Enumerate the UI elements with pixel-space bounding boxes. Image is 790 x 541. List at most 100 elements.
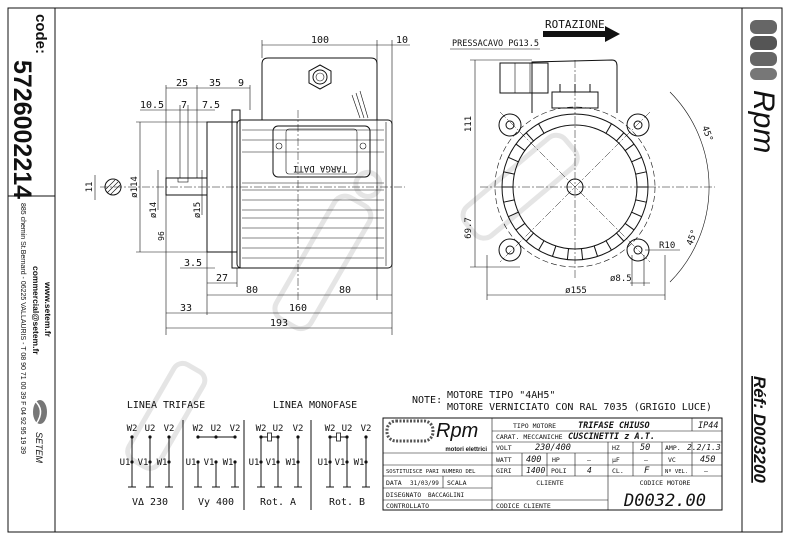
front-view: ROTAZIONE PRESSACAVO PG13.5 [450, 18, 715, 300]
codice-cliente-label: CODICE CLIENTE [496, 502, 551, 510]
hz-label: HZ [612, 444, 620, 452]
caption-rot-b: Rot. B [329, 497, 365, 508]
caption-delta-230: VΔ 230 [132, 497, 168, 508]
terminal-label-bottom: U1 [120, 458, 131, 468]
dimension-lines [94, 40, 410, 335]
terminal-label-top: V2 [361, 424, 372, 434]
poli-label: POLI [551, 467, 567, 475]
rotation-arrow-icon [543, 26, 620, 42]
data-value: 31/03/99 [410, 480, 439, 487]
terminal-dot [296, 460, 300, 464]
terminal-label-bottom: V1 [138, 458, 149, 468]
front-dimension-lines [470, 59, 710, 300]
terminal-dot [214, 460, 218, 464]
terminal-dot [296, 435, 300, 439]
terminal-label-top: W2 [256, 424, 267, 434]
terminal-dot [148, 460, 152, 464]
tipo-motore-label: TIPO MOTORE [513, 422, 556, 430]
amp-value: 2.2/1.3 [687, 443, 721, 452]
terminal-label-bottom: V1 [204, 458, 215, 468]
terminal-dot [364, 435, 368, 439]
side-view: TARGA DATI 100 10 25 35 9 10.5 7 7 [85, 35, 410, 335]
dim-100: 100 [311, 35, 329, 46]
carat-label: CARAT. MECCANICHE [496, 433, 563, 441]
codice-motore-label: CODICE MOTORE [640, 479, 691, 487]
setem-logo-icon [33, 399, 47, 425]
dim-80-right: 80 [339, 285, 351, 296]
fin [605, 240, 612, 251]
dim-11: 11 [85, 182, 95, 193]
fin [624, 143, 635, 151]
terminal-dot [130, 460, 134, 464]
title-block: Rpm motori elettrici TIPO MOTORE TRIFASE… [382, 417, 723, 511]
terminal-dot [167, 435, 171, 439]
mounting-ears [498, 113, 650, 262]
shaft [165, 177, 208, 196]
wiring-diagrams: LINEA TRIFASE LINEA MONOFASE W2U1U2V1V2W… [120, 400, 372, 510]
terminal-label-top: V2 [230, 424, 241, 434]
single-phase-title: LINEA MONOFASE [273, 400, 357, 411]
dim-9: 9 [238, 78, 244, 89]
nvel-label: Nº VEL. [665, 468, 688, 475]
fin [515, 143, 526, 151]
rpm-logo-icon [385, 419, 435, 443]
terminal-label-bottom: W1 [223, 458, 234, 468]
terminal-dot [196, 435, 200, 439]
note-line-1: MOTORE TIPO "4AH5" [447, 390, 555, 401]
watt-value: 400 [526, 455, 541, 465]
title-logo: Rpm [436, 420, 478, 442]
radial-fins [502, 123, 648, 260]
fin [551, 245, 557, 257]
right-strip: Rpm Réf: D003200 [747, 20, 780, 483]
left-strip: code: 5726002214 www.setem.fr commercial… [8, 14, 53, 464]
nameplate [272, 125, 371, 178]
terminal-label-bottom: W1 [157, 458, 168, 468]
scala-label: SCALA [447, 479, 467, 487]
dim-193: 193 [270, 318, 288, 329]
fin [616, 232, 625, 242]
capacitor-icon [267, 432, 272, 442]
terminal-label-top: V2 [164, 424, 175, 434]
terminal-dot [167, 460, 171, 464]
capacitor-icon [336, 432, 341, 442]
terminal-label-bottom: W1 [354, 458, 365, 468]
fin [605, 123, 612, 134]
cable-gland [499, 62, 549, 94]
fin [631, 211, 642, 218]
rotation-label: ROTAZIONE [545, 18, 605, 31]
dim-7: 7 [181, 100, 187, 111]
fin [538, 123, 545, 134]
uf-value: – [644, 456, 648, 464]
terminal-dot [259, 460, 263, 464]
terminal-box-section [531, 59, 618, 113]
terminal-dot [214, 435, 218, 439]
terminal-dot [276, 460, 280, 464]
terminal-dot [364, 460, 368, 464]
dim-27: 27 [216, 273, 228, 284]
fin [515, 223, 526, 231]
data-label: DATA [386, 479, 402, 487]
terminal-dot [148, 435, 152, 439]
poli-value: 4 [587, 466, 592, 475]
dim-10: 10 [396, 35, 408, 46]
terminal-label-bottom: U1 [186, 458, 197, 468]
uf-label: µF [612, 456, 620, 464]
tipo-motore: TRIFASE CHIUSO [578, 421, 650, 431]
dim-69-7: 69.7 [464, 217, 474, 239]
volt-value: 230/400 [535, 443, 571, 453]
cl-value: F [644, 466, 650, 476]
fin [631, 156, 642, 163]
dim-80-left: 80 [246, 285, 258, 296]
fin [525, 132, 534, 142]
nameplate-label: TARGA DATI [293, 163, 347, 173]
terminal-dot [196, 460, 200, 464]
terminal-label-bottom: V1 [335, 458, 346, 468]
terminal-label-bottom: V1 [266, 458, 277, 468]
codice-motore: D0032.00 [623, 491, 706, 511]
cooling-fins [242, 129, 384, 259]
fin [508, 211, 519, 218]
code-label: code: [32, 14, 49, 54]
amp-label: AMP. [665, 444, 681, 452]
dim-10-5: 10.5 [140, 100, 164, 111]
terminal-label-top: U2 [273, 424, 284, 434]
